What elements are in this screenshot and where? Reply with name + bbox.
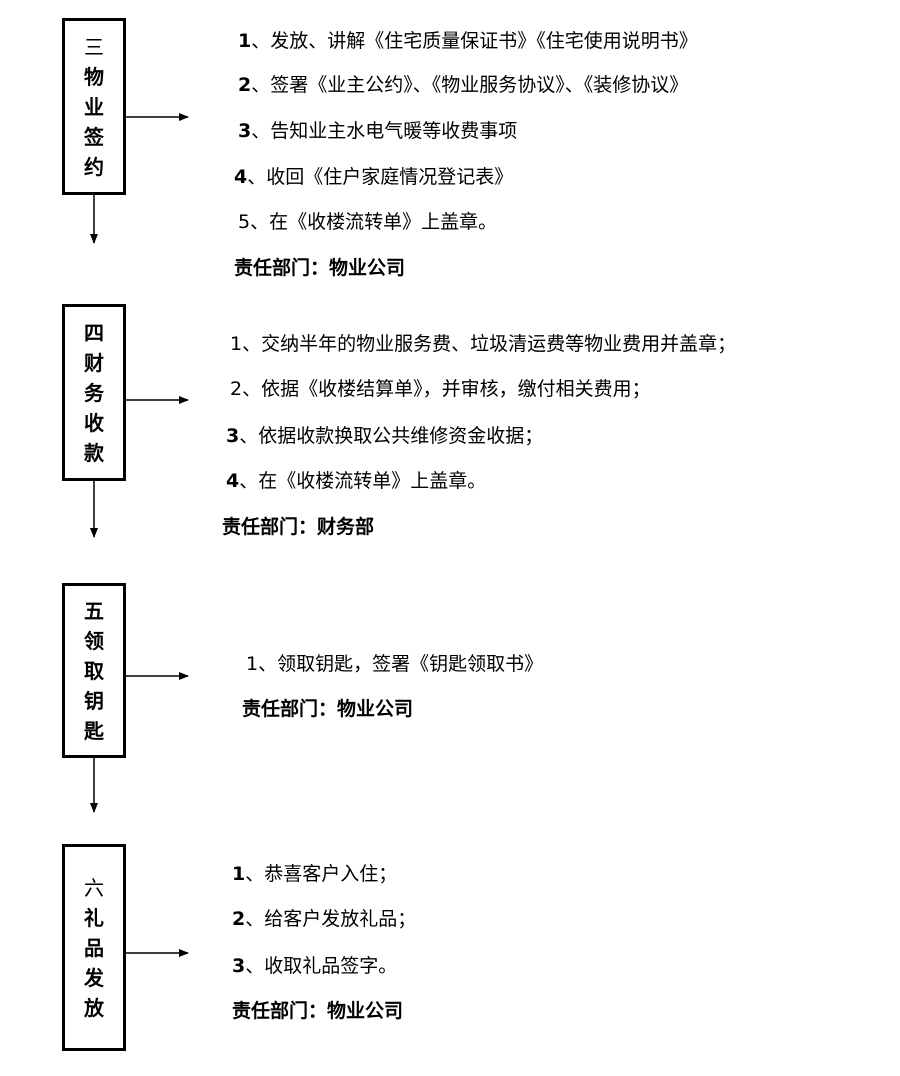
step-item: 2、签署《业主公约》、《物业服务协议》、《装修协议》 — [238, 74, 689, 96]
step-box-4: 六 礼 品 发 放 — [62, 844, 126, 1051]
step-box-char: 约 — [84, 154, 104, 179]
step-box-char: 款 — [84, 440, 104, 465]
step-item: 5、在《收楼流转单》上盖章。 — [238, 211, 498, 233]
step-item: 2、依据《收楼结算单》，并审核，缴付相关费用； — [230, 378, 651, 400]
step-box-char: 六 — [84, 875, 104, 900]
step-box-char: 取 — [84, 658, 104, 683]
step-box-char: 发 — [84, 965, 104, 990]
step-box-char: 五 — [84, 598, 104, 623]
step-item: 4、收回《住户家庭情况登记表》 — [234, 166, 514, 188]
step-box-char: 钥 — [84, 688, 104, 713]
step-box-char: 物 — [84, 64, 104, 89]
step-item: 1、恭喜客户入住； — [232, 863, 398, 885]
step-item: 3、告知业主水电气暖等收费事项 — [238, 120, 518, 142]
step-box-char: 四 — [84, 320, 104, 345]
step-item: 3、依据收款换取公共维修资金收据； — [226, 425, 544, 447]
step-box-char: 领 — [84, 628, 104, 653]
step-item: 1、发放、讲解《住宅质量保证书》《住宅使用说明书》 — [238, 30, 698, 52]
step-item: 2、给客户发放礼品； — [232, 908, 417, 930]
step-box-2: 四 财 务 收 款 — [62, 304, 126, 481]
step-box-char: 业 — [84, 94, 104, 119]
step-item: 1、领取钥匙，签署《钥匙领取书》 — [246, 653, 544, 675]
step-box-3: 五 领 取 钥 匙 — [62, 583, 126, 758]
responsible-dept: 责任部门：财务部 — [222, 516, 375, 538]
responsible-dept: 责任部门：物业公司 — [232, 1000, 404, 1022]
step-item: 4、在《收楼流转单》上盖章。 — [226, 470, 487, 492]
step-box-char: 签 — [84, 124, 104, 149]
responsible-dept: 责任部门：物业公司 — [234, 257, 406, 279]
step-box-char: 财 — [84, 350, 104, 375]
step-item: 1、交纳半年的物业服务费、垃圾清运费等物业费用并盖章； — [230, 333, 737, 355]
step-box-char: 放 — [84, 995, 104, 1020]
step-box-char: 品 — [84, 935, 104, 960]
step-box-char: 匙 — [84, 718, 104, 743]
step-box-char: 务 — [84, 380, 104, 405]
responsible-dept: 责任部门：物业公司 — [242, 698, 414, 720]
step-item: 3、收取礼品签字。 — [232, 955, 398, 977]
step-box-char: 三 — [84, 34, 104, 59]
step-box-1: 三 物 业 签 约 — [62, 18, 126, 195]
step-box-char: 礼 — [84, 905, 104, 930]
step-box-char: 收 — [84, 410, 104, 435]
